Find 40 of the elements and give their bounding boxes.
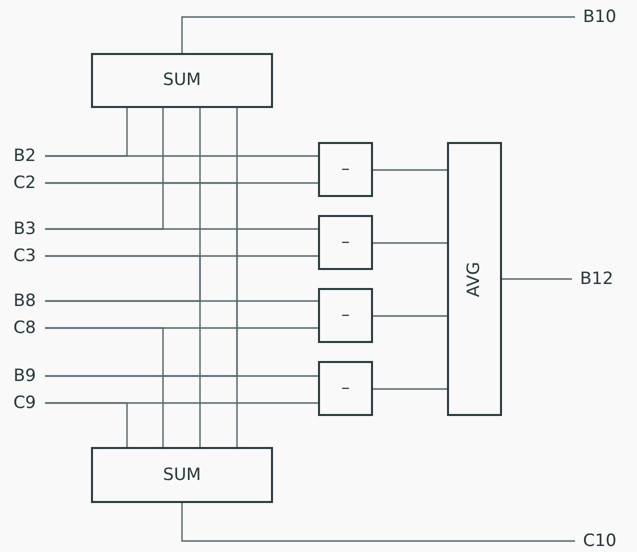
process-box — [91, 447, 273, 503]
connector-line — [45, 255, 201, 447]
connector-line — [45, 402, 128, 447]
process-box — [318, 142, 373, 197]
process-box — [318, 361, 373, 416]
signal-label: C8 — [13, 320, 36, 336]
signal-label: B9 — [14, 368, 36, 384]
signal-label: B12 — [580, 270, 614, 288]
signal-label: B8 — [14, 292, 36, 310]
connector-line — [373, 315, 447, 317]
box-label: SUM — [163, 466, 201, 484]
connector-line — [373, 169, 447, 171]
box-label: – — [341, 380, 350, 397]
signal-label: B3 — [14, 220, 36, 238]
signal-label: B2 — [14, 148, 36, 164]
process-box — [91, 53, 273, 108]
connector-line — [45, 108, 238, 377]
box-label: SUM — [163, 72, 201, 89]
connector-line — [373, 242, 447, 244]
signal-label: C3 — [13, 248, 36, 264]
connector-line — [45, 327, 164, 447]
box-label: – — [341, 307, 350, 324]
process-box — [318, 215, 373, 270]
signal-label: C10 — [583, 532, 617, 550]
connector-line — [45, 108, 128, 157]
box-label: – — [341, 161, 350, 178]
process-box — [447, 142, 502, 416]
connector-line — [45, 108, 164, 230]
connector-line — [45, 182, 238, 447]
box-label: AVG — [466, 261, 483, 297]
connector-line — [502, 278, 572, 280]
connector-line — [181, 503, 575, 542]
connector-line — [45, 108, 201, 302]
connector-line — [181, 16, 575, 53]
box-label: – — [341, 234, 350, 251]
signal-label: C9 — [13, 394, 36, 412]
process-box — [318, 288, 373, 343]
signal-label: C2 — [13, 174, 36, 192]
signal-label: B10 — [583, 8, 616, 26]
connector-line — [373, 388, 447, 390]
